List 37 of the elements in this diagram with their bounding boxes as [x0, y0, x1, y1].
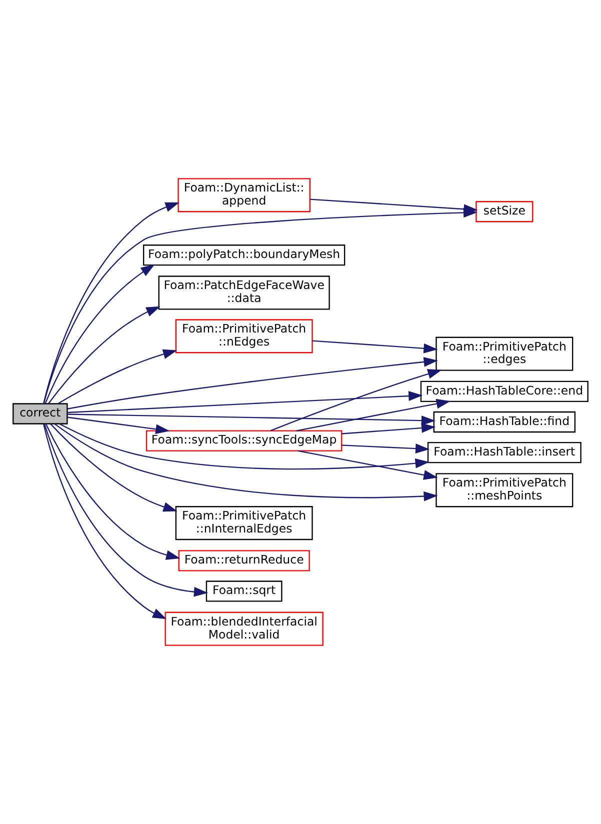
- node-box: Foam::PrimitivePatch ::nInternalEdges: [175, 506, 313, 540]
- arrow: [270, 369, 442, 432]
- arrow: [312, 340, 438, 354]
- node-box: Foam::syncTools::syncEdgeMap: [146, 430, 342, 452]
- arrow: [296, 398, 451, 432]
- arrow: [67, 357, 438, 410]
- arrow: [342, 423, 436, 434]
- node-box: Foam::HashTableCore::end: [420, 380, 588, 402]
- node-box: Foam::sqrt: [206, 580, 282, 602]
- arrow: [44, 264, 155, 404]
- arrow: [45, 424, 180, 560]
- node-box: Foam::returnReduce: [178, 550, 310, 572]
- arrow: [43, 424, 167, 620]
- node-box: Foam::HashTable::find: [433, 411, 576, 433]
- arrow: [44, 424, 208, 597]
- arrow: [310, 198, 478, 214]
- node-box: setSize: [476, 201, 534, 222]
- arrow: [67, 391, 423, 414]
- arrow: [68, 414, 436, 426]
- node-box: correct: [12, 403, 68, 424]
- arrow: [54, 423, 438, 502]
- node-box: Foam::DynamicList:: append: [178, 178, 310, 212]
- arrow: [48, 306, 160, 404]
- node-box: Foam::PrimitivePatch ::meshPoints: [436, 473, 574, 508]
- node-box: Foam::HashTable::insert: [427, 442, 582, 464]
- arrow: [58, 349, 178, 404]
- arrow: [67, 416, 170, 434]
- node-box: Foam::blendedInterfacial Model::valid: [164, 612, 324, 646]
- node-box: Foam::PrimitivePatch ::edges: [436, 336, 574, 371]
- node-box: Foam::PatchEdgeFaceWave ::data: [158, 276, 330, 310]
- arrow: [342, 444, 430, 454]
- node-box: Foam::polyPatch::boundaryMesh: [143, 244, 346, 266]
- arrow: [43, 202, 180, 404]
- node-box: Foam::PrimitivePatch ::nEdges: [175, 319, 313, 354]
- arrow: [59, 423, 430, 470]
- arrow: [50, 423, 178, 512]
- arrow: [298, 450, 438, 480]
